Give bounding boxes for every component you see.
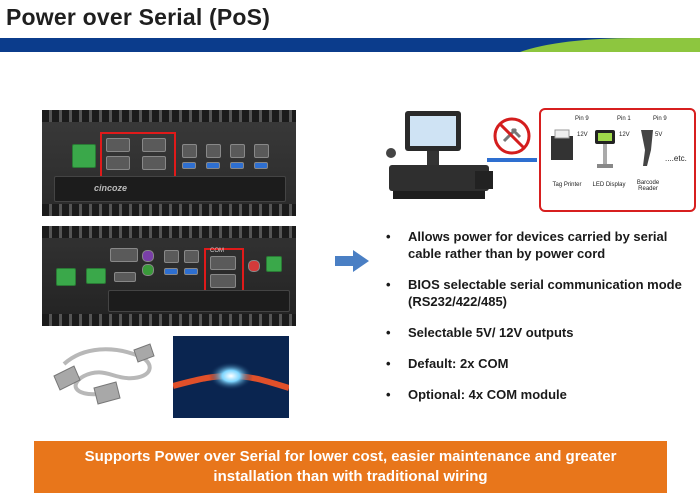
device-label: LED Display xyxy=(592,182,626,188)
power-terminal xyxy=(56,268,76,286)
cord-line xyxy=(487,158,537,162)
summary-text: Supports Power over Serial for lower cos… xyxy=(84,448,617,485)
power-terminal xyxy=(72,144,96,168)
bullet-icon: • xyxy=(386,277,391,292)
feature-item: •BIOS selectable serial communication mo… xyxy=(386,277,682,309)
heatsink-fins xyxy=(42,110,296,122)
pin-label: Pin 9 xyxy=(653,116,667,122)
usb-port xyxy=(206,162,220,169)
bullet-icon: • xyxy=(386,229,391,244)
pin-label: Pin 9 xyxy=(575,116,589,122)
peripherals-frame: Pin 9 Pin 1 Pin 9 12V 12V 5V Tag Printer… xyxy=(539,108,696,212)
front-panel xyxy=(54,176,286,202)
feature-item: •Selectable 5V/ 12V outputs xyxy=(386,325,574,340)
slide-title: Power over Serial (PoS) xyxy=(6,4,271,30)
lan-port xyxy=(206,144,221,158)
lan-port xyxy=(254,144,269,158)
bullet-icon: • xyxy=(386,325,391,340)
ps2-port xyxy=(142,264,154,276)
voltage-label: 5V xyxy=(655,132,663,138)
heatsink-fins xyxy=(42,226,296,238)
feature-list: •Allows power for devices carried by ser… xyxy=(384,228,684,417)
brand-logo: cincoze xyxy=(94,183,128,193)
lan-port xyxy=(230,144,245,158)
com-port xyxy=(106,156,130,170)
pin-label: Pin 1 xyxy=(617,116,631,122)
voltage-label: 12V xyxy=(619,132,630,138)
usb-port xyxy=(230,162,244,169)
com-port xyxy=(106,138,130,152)
dio-terminal xyxy=(86,268,106,284)
feature-item: •Allows power for devices carried by ser… xyxy=(386,229,668,261)
led-display-icon xyxy=(595,130,615,168)
embedded-pc-rear: COM xyxy=(42,226,296,326)
usb-port xyxy=(184,268,198,275)
com-highlight-box xyxy=(100,132,176,178)
device-label: Tag Printer xyxy=(552,182,582,188)
summary-banner: Supports Power over Serial for lower cos… xyxy=(34,441,667,493)
feature-item: •Default: 2x COM xyxy=(386,356,509,371)
remote-terminal xyxy=(266,256,282,272)
hdmi-port xyxy=(114,272,136,282)
heatsink-fins xyxy=(42,204,296,216)
barcode-reader-icon xyxy=(641,130,653,166)
audio-jack xyxy=(248,260,260,272)
serial-cable-photo xyxy=(53,343,155,405)
device-label: Barcode Reader xyxy=(636,180,660,192)
usb-port xyxy=(182,162,196,169)
header-stripe xyxy=(0,38,700,52)
usb-port xyxy=(164,268,178,275)
com-port xyxy=(142,156,166,170)
no-power-cord-icon xyxy=(493,117,531,155)
dvi-port xyxy=(110,248,138,262)
bullet-icon: • xyxy=(386,356,391,371)
com-port xyxy=(142,138,166,152)
etc-label: ....etc. xyxy=(665,154,687,163)
ps2-port xyxy=(142,250,154,262)
voltage-label: 12V xyxy=(577,132,588,138)
usb-port xyxy=(254,162,268,169)
embedded-pc-front: cincoze xyxy=(42,110,296,216)
lan-port xyxy=(182,144,197,158)
com-port xyxy=(210,274,236,288)
feature-item: •Optional: 4x COM module xyxy=(386,387,567,402)
arrow-right-icon xyxy=(335,250,369,272)
bullet-icon: • xyxy=(386,387,391,402)
expansion-panel xyxy=(108,290,290,312)
lan-port xyxy=(184,250,199,263)
heatsink-fins xyxy=(42,314,296,326)
com-port xyxy=(210,256,236,270)
pos-terminal-image xyxy=(386,111,493,199)
lan-port xyxy=(164,250,179,263)
tag-printer-icon xyxy=(551,129,573,160)
com-label: COM xyxy=(210,248,224,254)
power-cable-photo xyxy=(173,336,289,418)
